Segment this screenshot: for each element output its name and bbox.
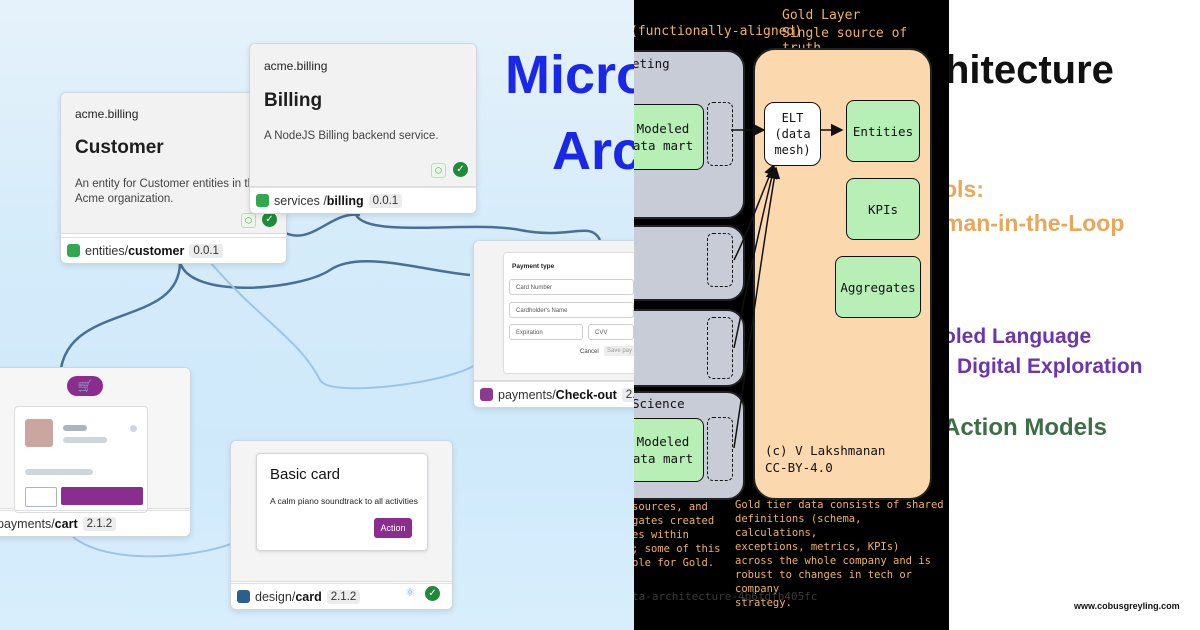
version-badge: 0.0.1 bbox=[368, 193, 403, 208]
footer-name: cart bbox=[54, 516, 78, 531]
cart-preview bbox=[14, 406, 148, 513]
check-icon: ✓ bbox=[453, 162, 468, 177]
card-title: Customer bbox=[75, 137, 164, 158]
agents-panel: hitecture ols: man-in-the-Loop oled Lang… bbox=[949, 0, 1200, 630]
version-badge: 2.1.2 bbox=[82, 516, 117, 531]
hex-icon: ⬡ bbox=[241, 213, 256, 228]
data-mesh-panel: (functionally-aligned) Gold Layer Single… bbox=[634, 0, 949, 630]
basic-card-title: Basic card bbox=[270, 466, 341, 483]
card-footer[interactable]: payments/Check-out 2.1.2 bbox=[474, 381, 634, 407]
language-line: oled Language bbox=[949, 325, 1092, 348]
title-line-1: Microservice bbox=[505, 45, 634, 105]
billing-card[interactable]: acme.billing Billing A NodeJS Billing ba… bbox=[249, 43, 477, 214]
aggregates-node: Aggregates bbox=[835, 256, 921, 318]
expiration-field[interactable]: Expiration bbox=[509, 324, 583, 340]
card-number-field[interactable]: Card Number bbox=[509, 279, 634, 295]
product-thumbnail bbox=[25, 419, 53, 447]
checkout-button[interactable] bbox=[61, 487, 143, 505]
basic-card-preview: Basic card A calm piano soundtrack to al… bbox=[256, 453, 428, 551]
marketing-label: eting bbox=[634, 56, 670, 71]
version-badge: 2.1.2 bbox=[326, 589, 361, 604]
footer-name: card bbox=[295, 589, 322, 604]
card-footer[interactable]: entities/customer 0.0.1 bbox=[61, 237, 286, 263]
digital-exploration-line: Digital Exploration bbox=[957, 355, 1143, 378]
site-url[interactable]: www.cobusgreyling.com bbox=[1074, 601, 1180, 611]
dashed-placeholder bbox=[707, 233, 733, 287]
card-title: Billing bbox=[264, 90, 323, 111]
microservice-panel: Microservice Architecture acme.billing C… bbox=[0, 0, 634, 630]
tools-line: ols: bbox=[949, 176, 984, 202]
basic-card-description: A calm piano soundtrack to all activitie… bbox=[270, 496, 418, 506]
kpis-node: KPIs bbox=[846, 178, 920, 240]
flow-arrows bbox=[731, 123, 844, 449]
gold-layer-label: Gold Layer bbox=[782, 8, 861, 23]
science-label: Science bbox=[634, 396, 685, 411]
dashed-placeholder bbox=[707, 102, 733, 166]
dashed-placeholder bbox=[707, 317, 733, 379]
card-footer[interactable]: payments/cart 2.1.2 bbox=[0, 510, 190, 536]
panel3-title: hitecture bbox=[949, 48, 1114, 92]
entity-icon bbox=[67, 244, 80, 257]
save-button[interactable]: Save pay bbox=[604, 346, 634, 356]
card-footer[interactable]: design/card 2.1.2 bbox=[231, 583, 452, 609]
cart-icon: 🛒 bbox=[67, 376, 103, 396]
footer-prefix: entities/ bbox=[85, 243, 129, 258]
title-line-2: Architecture bbox=[552, 121, 634, 181]
service-icon bbox=[256, 194, 269, 207]
url-fragment: ta-architecture-4b6fdfb405fc bbox=[634, 590, 818, 603]
card-holder-field[interactable]: Cardholder's Name bbox=[509, 302, 634, 318]
card-namespace: acme.billing bbox=[75, 107, 139, 121]
version-badge: 0.0.1 bbox=[189, 243, 223, 258]
hex-icon: ⬡ bbox=[431, 163, 446, 178]
credit-license: CC-BY-4.0 bbox=[765, 460, 833, 475]
footer-name: billing bbox=[326, 193, 364, 208]
footer-prefix: payments/ bbox=[0, 516, 55, 531]
react-icon: ⚛ bbox=[405, 587, 415, 599]
action-button[interactable]: Action bbox=[374, 518, 412, 538]
cvv-field[interactable]: CVV bbox=[588, 324, 634, 340]
card-footer[interactable]: services /billing 0.0.1 bbox=[250, 187, 476, 213]
credit-author: (c) V Lakshmanan bbox=[765, 443, 886, 458]
cancel-button[interactable]: Cancel bbox=[580, 349, 599, 355]
version-badge: 2.1.2 bbox=[621, 387, 634, 402]
card-description: An entity for Customer entities in the A… bbox=[75, 178, 261, 205]
check-icon: ✓ bbox=[262, 212, 277, 227]
entities-node: Entities bbox=[846, 100, 920, 162]
payment-form: Payment type Card Number Cardholder's Na… bbox=[503, 252, 634, 374]
basic-card[interactable]: Basic card A calm piano soundtrack to al… bbox=[230, 440, 453, 610]
domain-box-3 bbox=[634, 309, 745, 387]
footer-prefix: design/ bbox=[255, 589, 296, 604]
domain-box-2 bbox=[634, 225, 745, 301]
check-icon: ✓ bbox=[425, 586, 440, 601]
footer-name: customer bbox=[128, 243, 185, 258]
footer-prefix: services / bbox=[274, 193, 327, 208]
form-title: Payment type bbox=[512, 263, 555, 270]
checkout-card[interactable]: Payment type Card Number Cardholder's Na… bbox=[473, 240, 634, 408]
human-in-loop-line: man-in-the-Loop bbox=[949, 210, 1125, 236]
card-description: A NodeJS Billing backend service. bbox=[264, 130, 439, 142]
payments-icon bbox=[480, 388, 493, 401]
card-namespace: acme.billing bbox=[264, 59, 328, 73]
design-icon bbox=[237, 590, 250, 603]
action-models-line: Action Models bbox=[949, 414, 1108, 441]
footer-name: Check-out bbox=[555, 387, 617, 402]
dashed-placeholder bbox=[707, 417, 733, 481]
cart-card[interactable]: 🛒 payments/cart 2.1.2 bbox=[0, 367, 191, 537]
footer-prefix: payments/ bbox=[498, 387, 556, 402]
functionally-aligned-label: (functionally-aligned) bbox=[634, 24, 803, 39]
